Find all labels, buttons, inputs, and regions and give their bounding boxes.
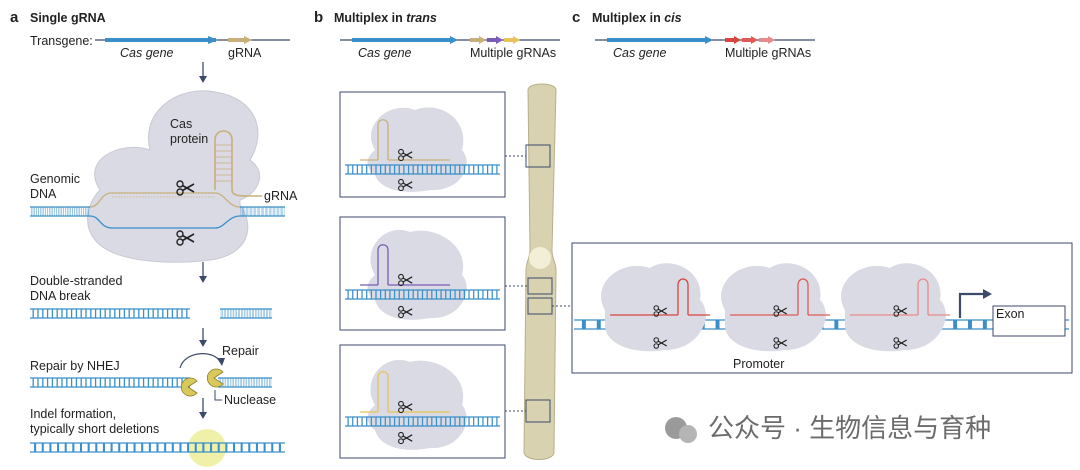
promoter-label: Promoter [733,357,784,371]
grna-gene-c-1-head [734,36,741,44]
panel-c-title-italic: cis [664,11,681,25]
wechat-icon-bubble [679,425,697,443]
panel-b-title-prefix: Multiplex in [334,11,406,25]
nuclease-icon [206,368,224,388]
watermark-text: 公众号 · 生物信息与育种 [708,413,991,443]
cis-complex-1 [601,263,710,352]
grna-hairpin-rungs [215,144,232,182]
multiple-grnas-label-b: Multiple gRNAs [470,46,556,60]
cas-gene-bar-b [352,38,452,42]
grna-gene-b-3 [504,38,514,42]
genomic-dna-label-2: DNA [30,187,57,201]
dsb-label-1: Double-stranded [30,274,122,288]
grna-callout: gRNA [264,189,298,203]
nuclease-callout-line [214,390,222,401]
dsb-label-2: DNA break [30,289,91,303]
exon-label: Exon [996,307,1025,321]
panel-a-title: Single gRNA [30,11,106,25]
panel-c-title-prefix: Multiplex in [592,11,664,25]
grna-gene-c-3-head [768,36,775,44]
indel-dna [28,441,287,454]
grna-gene-c-1 [725,38,735,42]
cas-gene-label-a: Cas gene [120,46,174,60]
grna-gene-c-3 [759,38,769,42]
grna-gene-b-2 [487,38,497,42]
grna-hairpin [214,130,262,197]
cas-protein-label-1: Cas [170,117,192,131]
cas-gene-label-b: Cas gene [358,46,412,60]
indel-label-2: typically short deletions [30,422,159,436]
panel-b-letter: b [314,9,323,26]
cas-gene-arrowhead-c [705,36,713,44]
arrow-down-4-head [199,412,207,419]
cis-complex-2 [721,263,830,352]
cas-gene-bar-c [607,38,707,42]
repair-nhej-label: Repair by NHEJ [30,359,120,373]
trans-box-2 [339,216,506,331]
cas-gene-arrowhead [208,36,218,44]
arrow-down-2-head [199,276,207,283]
cas-gene-label-c: Cas gene [613,46,667,60]
locus-box-2 [527,277,553,295]
cas-protein-label-2: protein [170,132,208,146]
panel-b-title: Multiplex in trans [334,11,437,25]
cis-complex-3 [841,263,950,352]
arrow-down-1-head [199,76,207,83]
grna-gene-b-1 [470,38,480,42]
grna-gene-c-2 [742,38,752,42]
panel-b-title-italic: trans [406,11,437,25]
multiple-grnas-label-c: Multiple gRNAs [725,46,811,60]
panel-b: b Multiplex in trans Cas gene Multiple g… [314,9,572,460]
dsb-dna-left [28,307,192,320]
genomic-dna [29,192,286,229]
repair-arc [179,353,221,369]
grna-gene-b-3-head [513,36,520,44]
panel-a: a Single gRNA Transgene: Cas gene gRNA C… [10,9,298,467]
grna-gene-arrowhead [244,36,252,44]
trans-box-1 [339,91,506,198]
nuclease-label: Nuclease [224,393,276,407]
nhej-dna-right [217,377,273,388]
nhej-dna-left [28,376,192,389]
grna-gene-b-1-head [479,36,486,44]
genomic-dna-label-1: Genomic [30,172,80,186]
indel-label-1: Indel formation, [30,407,116,421]
transgene-label: Transgene: [30,34,93,48]
repair-arc-head [217,358,225,366]
arrow-down-3-head [199,340,207,347]
tss-arrowhead [983,289,992,299]
exon-box [992,305,1066,337]
dsb-dna-right [219,308,273,319]
cas-gene-arrowhead-b [450,36,458,44]
chromosome [523,83,557,460]
grna-gene-b-2-head [496,36,503,44]
tss-arrow [958,292,985,318]
indel-highlight [188,429,226,467]
grna-gene-c-2-head [751,36,758,44]
panel-c: c Multiplex in cis Cas gene Multiple gRN… [572,9,1073,374]
nuclease-icon [180,377,198,397]
trans-box-3 [339,344,506,459]
grna-label-a: gRNA [228,46,262,60]
watermark: 公众号 · 生物信息与育种 [665,413,991,443]
centromere [529,247,551,269]
panel-c-title: Multiplex in cis [592,11,682,25]
panel-c-letter: c [572,9,580,26]
repair-label: Repair [222,344,259,358]
grna-gene-bar [228,38,246,42]
panel-a-letter: a [10,9,19,26]
